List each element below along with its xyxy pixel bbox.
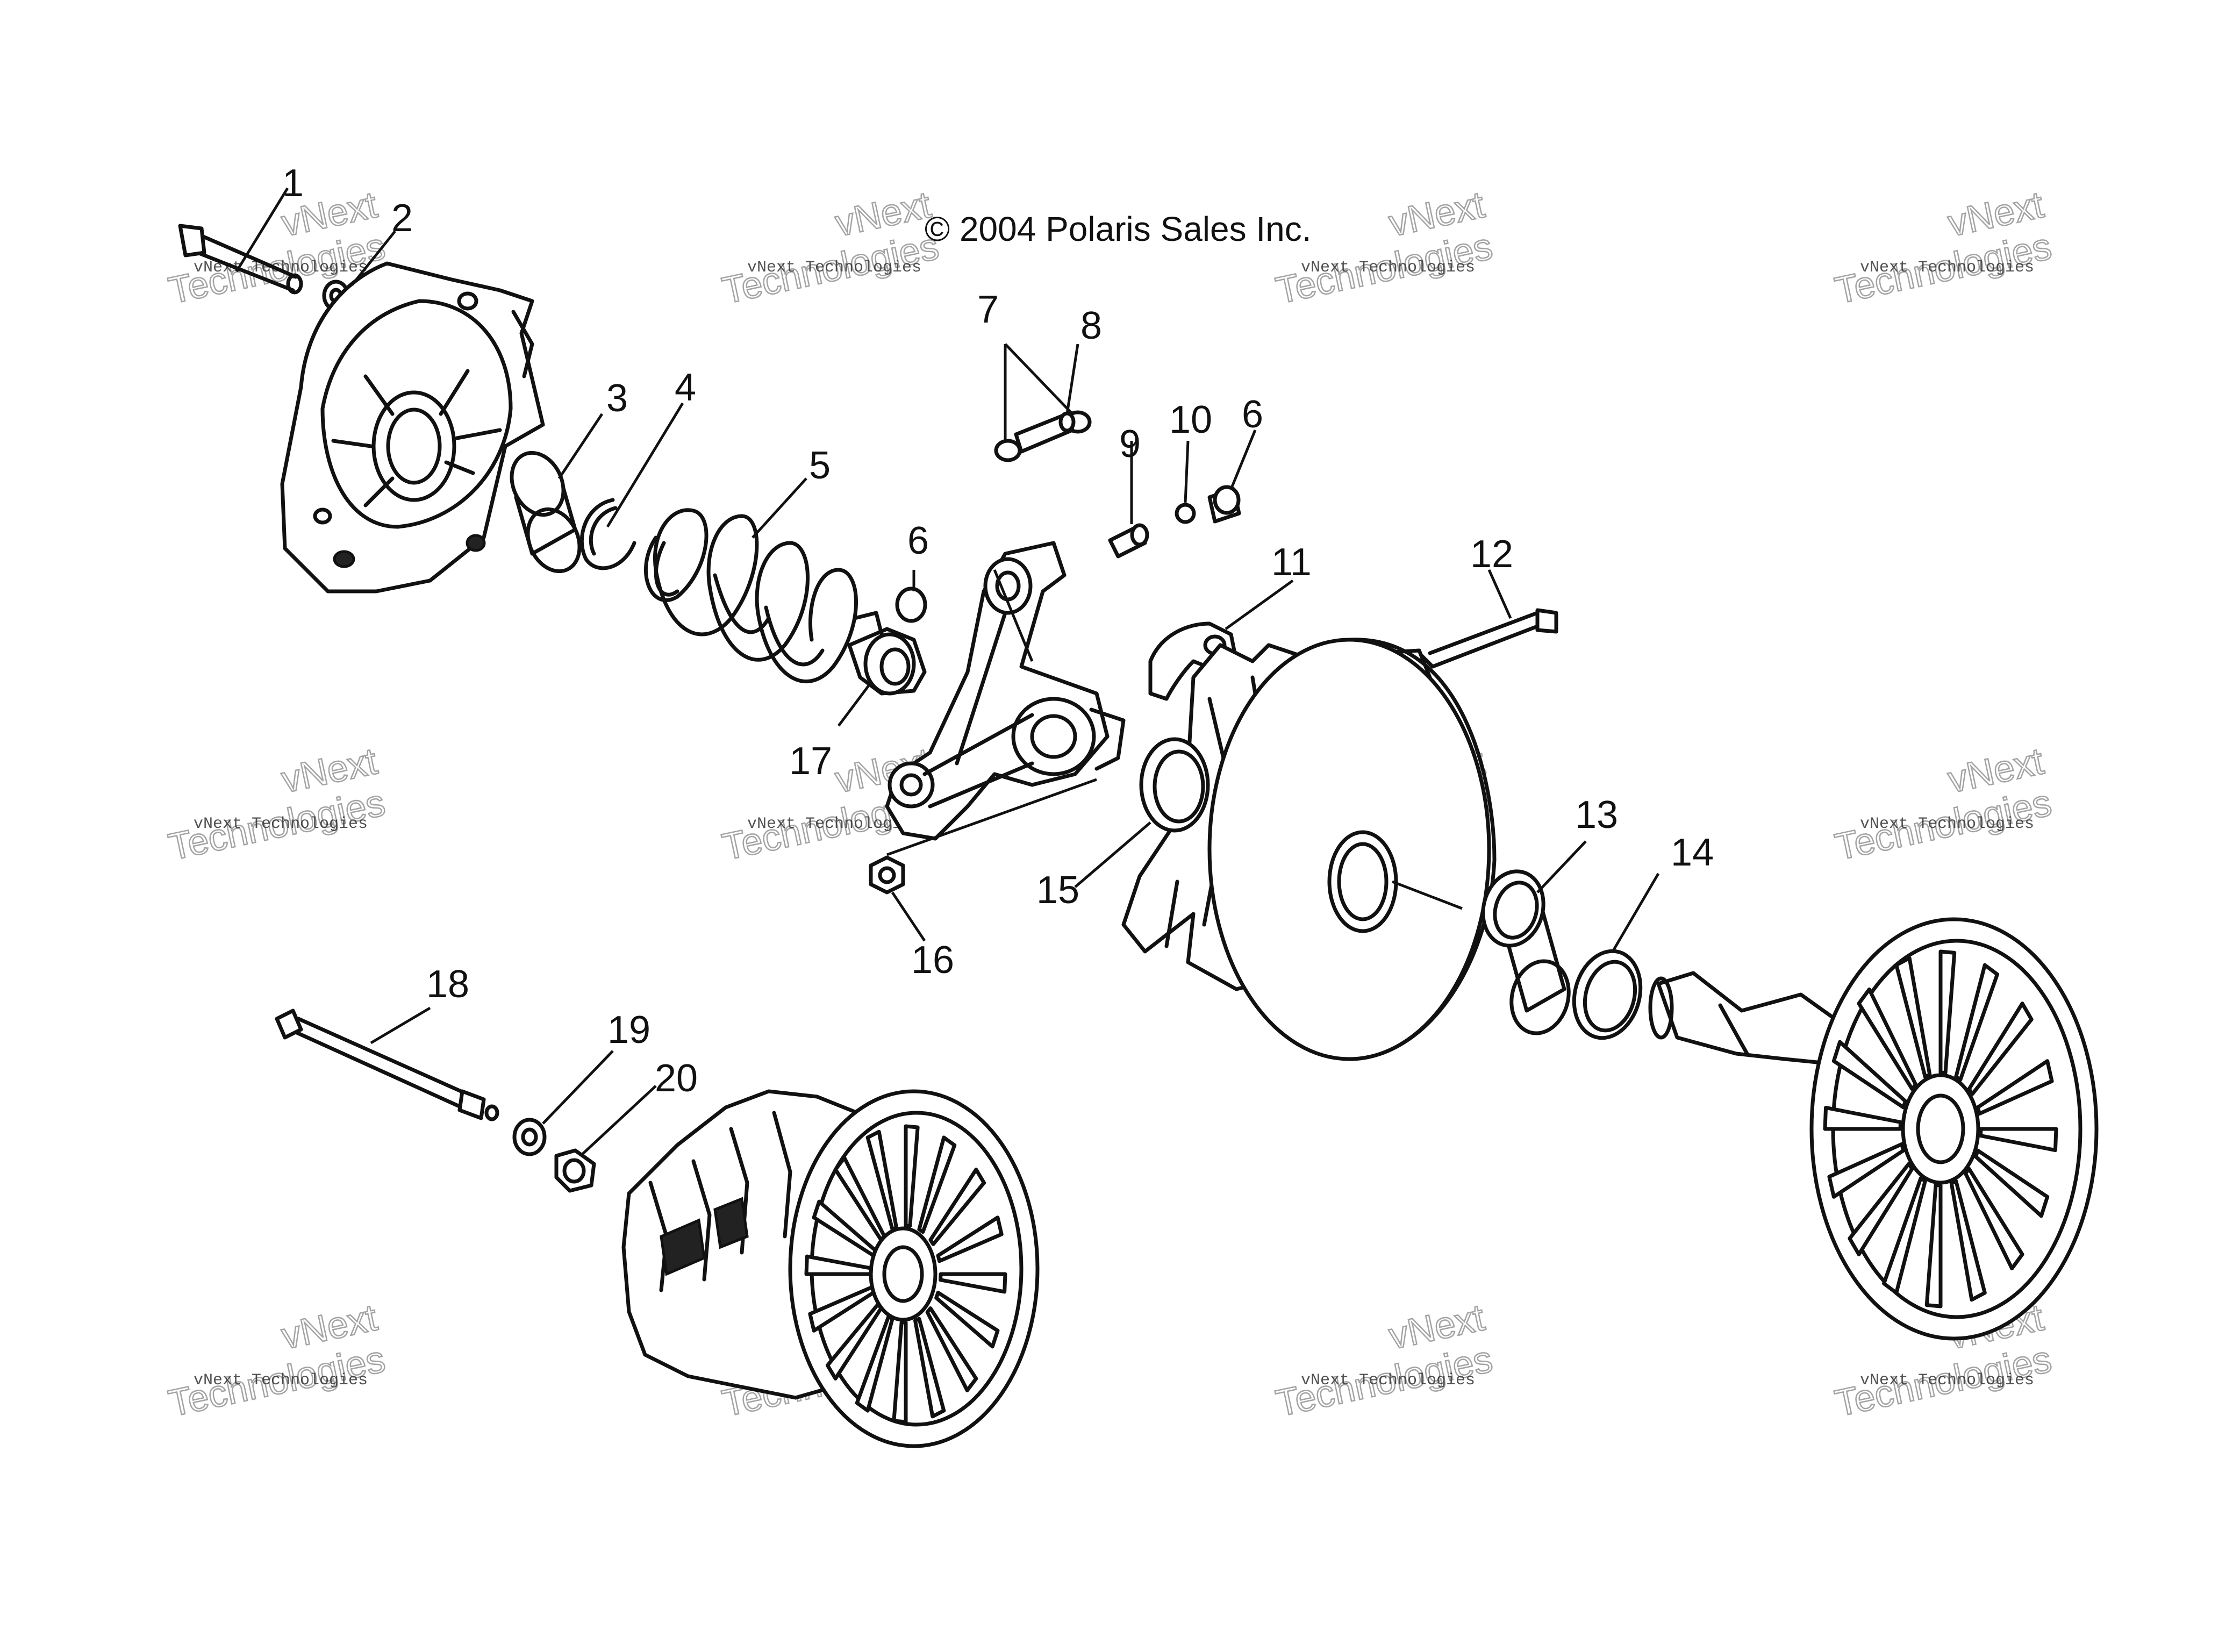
watermark-small: vNext Technologies bbox=[1860, 1371, 2034, 1390]
spoke bbox=[1963, 1167, 2024, 1271]
watermark-small: vNext Technologies bbox=[1301, 1371, 1475, 1390]
spoke bbox=[925, 1306, 978, 1392]
callout-3: 3 bbox=[606, 377, 628, 420]
callout-7: 7 bbox=[977, 288, 999, 331]
spoke bbox=[936, 1215, 1004, 1263]
part-10-washer bbox=[1175, 503, 1196, 524]
part-18-bolt bbox=[275, 1009, 499, 1121]
spoke bbox=[904, 1124, 920, 1228]
spoke bbox=[812, 1199, 877, 1258]
spokes-bottom bbox=[804, 1124, 1007, 1424]
part-12-bolt bbox=[1417, 608, 1558, 669]
part-16-nut bbox=[869, 855, 905, 895]
spokes-right bbox=[1823, 949, 2058, 1308]
spoke bbox=[1823, 1105, 1903, 1131]
part-19-washer bbox=[512, 1118, 547, 1156]
callout-5: 5 bbox=[809, 444, 831, 487]
spoke bbox=[1857, 987, 1918, 1091]
part-11-weight bbox=[1148, 621, 1239, 701]
part-6-roller-left bbox=[895, 587, 927, 623]
callout-4: 4 bbox=[675, 366, 696, 409]
spoke bbox=[1967, 1002, 2034, 1096]
part-8-pin bbox=[1014, 411, 1076, 454]
spoke bbox=[934, 1290, 1000, 1349]
watermark-small: vNext Technologies bbox=[1860, 259, 2034, 277]
part-6-roller-right bbox=[1207, 485, 1241, 524]
watermark-small: vNext Technologies bbox=[194, 815, 368, 833]
spoke bbox=[808, 1285, 876, 1333]
callout-19: 19 bbox=[607, 1009, 650, 1052]
callout-10: 10 bbox=[1169, 398, 1212, 441]
callout-6a: 6 bbox=[907, 519, 929, 562]
copyright-text: © 2004 Polaris Sales Inc. bbox=[925, 210, 1312, 248]
spoke bbox=[939, 1272, 1007, 1294]
part-1-bolt bbox=[178, 224, 303, 295]
spoke bbox=[913, 1317, 946, 1419]
part-15-bushing bbox=[1139, 737, 1210, 833]
spider-cover bbox=[280, 261, 545, 593]
callout-1: 1 bbox=[282, 162, 304, 205]
spoke bbox=[865, 1129, 898, 1232]
spoke bbox=[1978, 1127, 2058, 1153]
callout-2: 2 bbox=[391, 197, 413, 240]
spoke bbox=[1954, 963, 1999, 1082]
spoke bbox=[1973, 1148, 2050, 1218]
spoke bbox=[892, 1320, 908, 1424]
callout-labels: 1 2 3 4 5 6 7 8 9 10 6 11 12 17 13 15 14… bbox=[282, 162, 1714, 1100]
spoke bbox=[928, 1168, 986, 1246]
spoke bbox=[1924, 1183, 1943, 1308]
spoke bbox=[825, 1302, 883, 1381]
watermark-small: vNext Technologies bbox=[1301, 259, 1475, 277]
part-17-retainer bbox=[847, 611, 927, 696]
part-5-spring bbox=[643, 508, 858, 683]
watermark-small: vNext Technologies bbox=[747, 259, 921, 277]
part-3-bushing bbox=[510, 450, 582, 574]
callout-18: 18 bbox=[426, 963, 469, 1006]
spoke bbox=[917, 1135, 957, 1234]
callout-12: 12 bbox=[1470, 533, 1513, 576]
watermark-small: vNext Technologies bbox=[1860, 815, 2034, 833]
spoke bbox=[833, 1156, 886, 1242]
spoke bbox=[1882, 1176, 1927, 1295]
part-20-nut bbox=[554, 1148, 596, 1193]
callout-9: 9 bbox=[1119, 423, 1141, 466]
spoke bbox=[1894, 956, 1932, 1079]
leader-lines bbox=[235, 187, 1660, 1157]
spoke bbox=[1831, 1040, 1908, 1110]
moveable-sheave bbox=[1121, 638, 1497, 1061]
assembled-clutch bbox=[621, 1089, 1040, 1448]
spoke bbox=[1848, 1162, 1914, 1256]
part-4-snap-ring bbox=[579, 498, 636, 570]
callout-6b: 6 bbox=[1242, 393, 1263, 436]
spoke bbox=[1827, 1142, 1906, 1199]
spoke bbox=[804, 1254, 873, 1276]
spoke bbox=[1976, 1059, 2054, 1116]
callout-14: 14 bbox=[1671, 831, 1714, 874]
spoke bbox=[855, 1314, 894, 1413]
watermark-small: vNext Technologies bbox=[194, 1371, 368, 1390]
fixed-sheave-shaft bbox=[1648, 917, 2099, 1341]
callout-8: 8 bbox=[1080, 304, 1102, 347]
part-13-bushing bbox=[1481, 869, 1571, 1035]
callout-20: 20 bbox=[655, 1057, 698, 1100]
part-14-seal-ring bbox=[1572, 949, 1643, 1040]
spider-arm bbox=[885, 541, 1126, 841]
spoke bbox=[1949, 1179, 1987, 1302]
callout-11: 11 bbox=[1271, 541, 1312, 584]
spoke bbox=[1938, 949, 1957, 1075]
callout-15: 15 bbox=[1036, 869, 1079, 912]
part-9-roller-pin bbox=[1108, 523, 1149, 559]
callout-13: 13 bbox=[1575, 793, 1618, 836]
callout-16: 16 bbox=[911, 939, 954, 982]
callout-17: 17 bbox=[789, 740, 832, 783]
